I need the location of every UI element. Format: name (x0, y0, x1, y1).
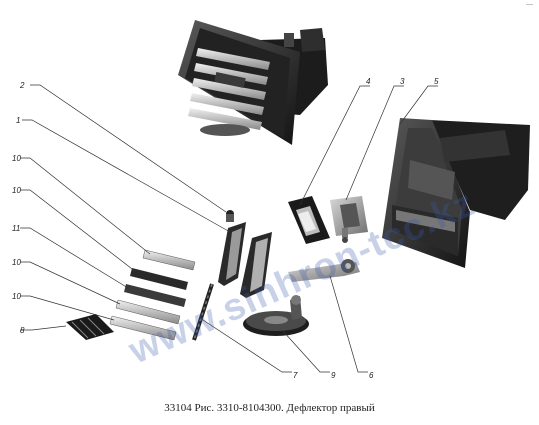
callout-8: 8 (20, 326, 25, 335)
deflector-housing-assembled (178, 20, 328, 145)
deflector-housing-body (382, 118, 530, 268)
part-comb-clip (66, 314, 114, 340)
housing-louvres (188, 48, 270, 130)
callout-10d: 10 (12, 292, 21, 301)
callout-11: 11 (12, 224, 20, 233)
leader-lines (20, 84, 438, 373)
part-lever (288, 259, 360, 282)
callout-6: 6 (369, 371, 374, 380)
callout-1: 1 (16, 116, 20, 125)
callout-10c: 10 (12, 258, 21, 267)
callout-4: 4 (366, 77, 371, 86)
callout-2: 2 (19, 81, 25, 90)
part-rotary-disc (243, 295, 309, 336)
corner-mark: — (526, 1, 533, 8)
part-louvre-slats (109, 249, 196, 341)
callout-5: 5 (434, 77, 439, 86)
callout-7: 7 (293, 371, 298, 380)
callout-numbers: 2 1 10 10 11 10 10 8 4 3 5 7 9 6 (12, 77, 439, 380)
callout-3: 3 (400, 77, 405, 86)
part-side-plates (218, 210, 272, 298)
callout-9: 9 (331, 371, 336, 380)
figure-caption: 33104 Рис. 3310-8104300. Дефлектор правы… (164, 402, 375, 414)
part-actuator (330, 196, 368, 243)
part-linkage-rod (192, 283, 214, 341)
part-frame-gasket (288, 196, 330, 244)
callout-10b: 10 (12, 186, 21, 195)
callout-10a: 10 (12, 154, 21, 163)
